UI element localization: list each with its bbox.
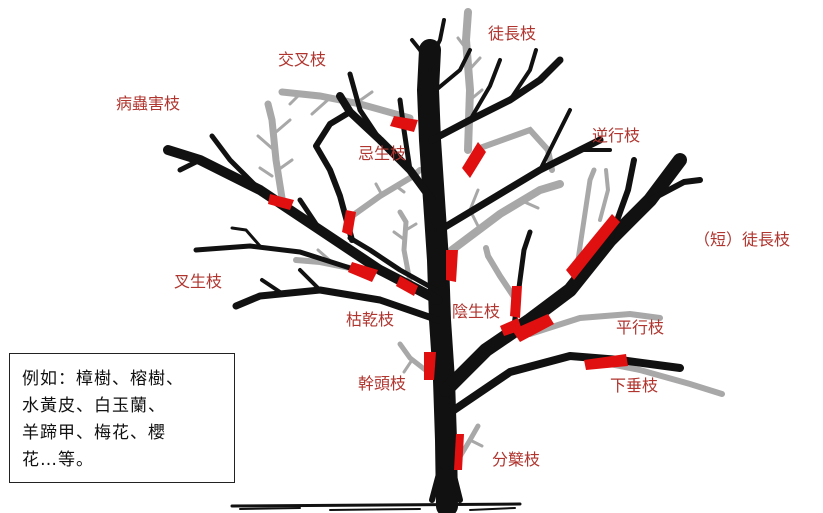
- label-tuchangzhi: 徒長枝: [488, 24, 537, 43]
- note-line: 例如：樟樹、榕樹、: [22, 369, 184, 389]
- label-gantouzhi: 幹頭枝: [358, 374, 407, 393]
- label-duan-tuchangzhi: （短）徒長枝: [694, 230, 791, 249]
- label-pingxingzhi: 平行枝: [616, 318, 665, 337]
- label-yinshengzhi: 陰生枝: [452, 302, 501, 321]
- label-chashengzhi: 叉生枝: [174, 272, 223, 291]
- label-jishengzhi: 忌生枝: [358, 144, 407, 163]
- example-note-box: 例如：樟樹、榕樹、 水黃皮、白玉蘭、 羊蹄甲、梅花、櫻 花…等。: [9, 353, 235, 483]
- label-xiachuizhi: 下垂枝: [610, 376, 659, 395]
- label-jiaochazhi: 交叉枝: [278, 50, 327, 69]
- label-nixingzhi: 逆行枝: [592, 126, 641, 145]
- cut-marks: [268, 116, 628, 470]
- note-line: 水黃皮、白玉蘭、: [22, 396, 166, 416]
- label-fennizhi: 分櫱枝: [492, 450, 541, 469]
- ground: [230, 502, 522, 511]
- tree-branches: [163, 18, 703, 513]
- note-line: 羊蹄甲、梅花、櫻: [22, 423, 166, 443]
- label-kuganzhi: 枯乾枝: [346, 310, 395, 329]
- note-line: 花…等。: [22, 450, 94, 470]
- label-bingchonghaizhi: 病蟲害枝: [116, 94, 181, 113]
